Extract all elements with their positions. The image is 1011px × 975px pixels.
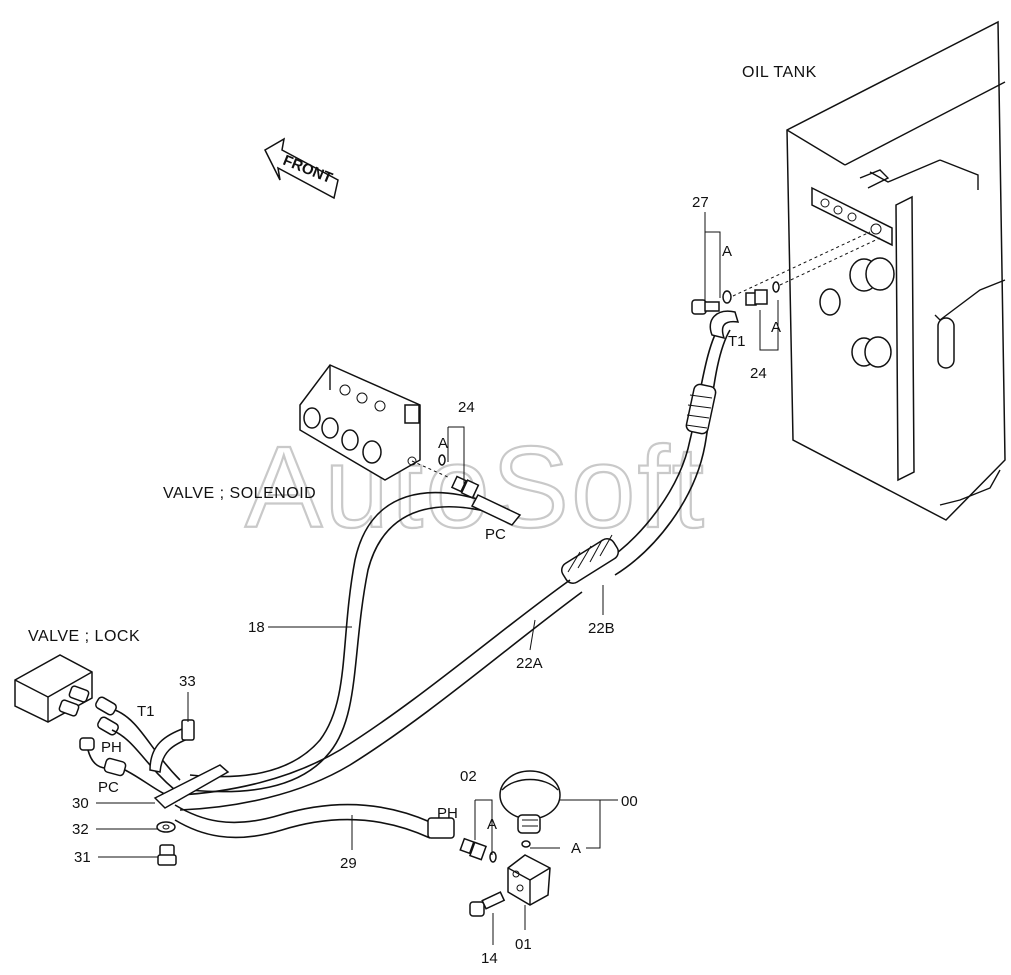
- accumulator: [499, 770, 561, 834]
- bolt-27: [691, 299, 720, 315]
- part-number-18: 18: [248, 619, 265, 636]
- clamp-assembly: [149, 719, 230, 866]
- hose-22b: [599, 321, 723, 566]
- lock-valve: [14, 654, 181, 801]
- hose-18: [189, 491, 496, 778]
- port-a-24-right: A: [771, 319, 781, 336]
- block-01: [507, 854, 551, 906]
- o-ring-27: [722, 290, 732, 304]
- part-number-29: 29: [340, 855, 357, 872]
- valve-lock-label: VALVE ; LOCK: [28, 628, 140, 645]
- hoses: [174, 310, 740, 839]
- port-ph-accumulator: PH: [437, 805, 458, 822]
- oil-tank: [786, 20, 1006, 521]
- hose-22a: [179, 579, 571, 796]
- port-ph-lock: PH: [101, 739, 122, 756]
- bracket-30: [153, 764, 230, 809]
- part-number-22a: 22A: [516, 655, 543, 672]
- part-number-22b: 22B: [588, 620, 615, 637]
- part-number-32: 32: [72, 821, 89, 838]
- part-number-31: 31: [74, 849, 91, 866]
- fitting-02: [459, 837, 497, 863]
- hose-29: [174, 803, 431, 824]
- bolt-31: [157, 844, 177, 866]
- part-number-01: 01: [515, 936, 532, 953]
- port-pc-solenoid: PC: [485, 526, 506, 543]
- hose-29-fitting: [427, 817, 455, 839]
- oil-tank-label: OIL TANK: [742, 64, 817, 81]
- part-number-24-left: 24: [458, 399, 475, 416]
- bolt-14: [469, 891, 506, 917]
- hose-sleeve-upper: [685, 383, 717, 435]
- hose-sleeve-lower: [561, 534, 619, 584]
- part-number-24-right: 24: [750, 365, 767, 382]
- valve-solenoid-label: VALVE ; SOLENOID: [163, 485, 316, 502]
- port-a-02: A: [487, 816, 497, 833]
- fitting-24-left: [450, 475, 480, 499]
- o-ring-00: [521, 840, 531, 848]
- front-direction-arrow: FRONT: [264, 137, 339, 200]
- port-a-00: A: [571, 840, 581, 857]
- solenoid-valve: [299, 364, 480, 499]
- fitting-24-right: [745, 289, 768, 306]
- port-a-27: A: [722, 243, 732, 260]
- port-t1-tank: T1: [728, 333, 746, 350]
- tank-fittings: [691, 212, 881, 351]
- port-pc-lock: PC: [98, 779, 119, 796]
- part-number-33: 33: [179, 673, 196, 690]
- o-ring-24-right: [772, 281, 780, 293]
- part-number-30: 30: [72, 795, 89, 812]
- part-number-02: 02: [460, 768, 477, 785]
- port-a-24-left: A: [438, 435, 448, 452]
- part-number-27: 27: [692, 194, 709, 211]
- port-t1-lock: T1: [137, 703, 155, 720]
- part-number-00: 00: [621, 793, 638, 810]
- part-number-14: 14: [481, 950, 498, 967]
- washer-32: [156, 821, 176, 833]
